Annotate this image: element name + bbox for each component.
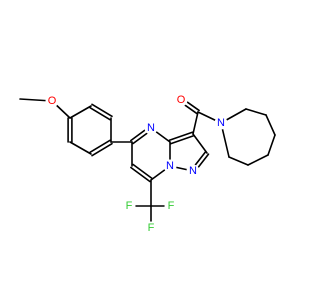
atom-label-o-methoxy: O xyxy=(48,95,57,107)
single-bond xyxy=(265,114,276,136)
single-bond xyxy=(245,108,267,116)
single-bond xyxy=(267,134,276,156)
molecule-structure-diagram: O N N N O N F F F xyxy=(19,93,276,235)
double-bond-line xyxy=(89,139,111,154)
double-bond-line xyxy=(169,134,195,145)
atom-label-background xyxy=(144,121,158,135)
atom-label-n-bridge: N xyxy=(166,160,174,172)
atom-label-background xyxy=(186,164,200,178)
double-bond-line xyxy=(130,166,151,183)
double-bond-line xyxy=(91,103,113,118)
single-bond xyxy=(192,133,208,154)
atom-label-f-1: F xyxy=(126,200,133,212)
double-bond-line xyxy=(132,163,153,180)
atom-label-f-2: F xyxy=(168,200,175,212)
double-bond-line xyxy=(91,142,113,157)
atom-label-background xyxy=(214,116,228,130)
atom-label-o-carbonyl: O xyxy=(177,94,186,106)
single-bond xyxy=(228,156,249,166)
atom-label-background xyxy=(144,221,158,235)
atom-label-background xyxy=(45,94,59,108)
double-bond-line xyxy=(89,106,111,121)
atom-label-layer: O N N N O N F F F xyxy=(45,93,228,235)
atom-label-background xyxy=(174,93,188,107)
double-bond-line xyxy=(168,131,194,142)
atom-label-background xyxy=(164,199,178,213)
single-bond xyxy=(192,111,199,135)
single-bond xyxy=(69,141,92,155)
single-bond xyxy=(69,105,92,119)
single-bond xyxy=(247,154,269,166)
atom-label-n-pyrimidine: N xyxy=(147,122,155,134)
bond-layer xyxy=(19,97,276,229)
atom-label-background xyxy=(163,159,177,173)
atom-label-background xyxy=(122,199,136,213)
atom-label-n-pyrazole: N xyxy=(189,165,197,177)
atom-label-f-3: F xyxy=(148,222,155,234)
atom-label-n-azepane: N xyxy=(217,117,225,129)
